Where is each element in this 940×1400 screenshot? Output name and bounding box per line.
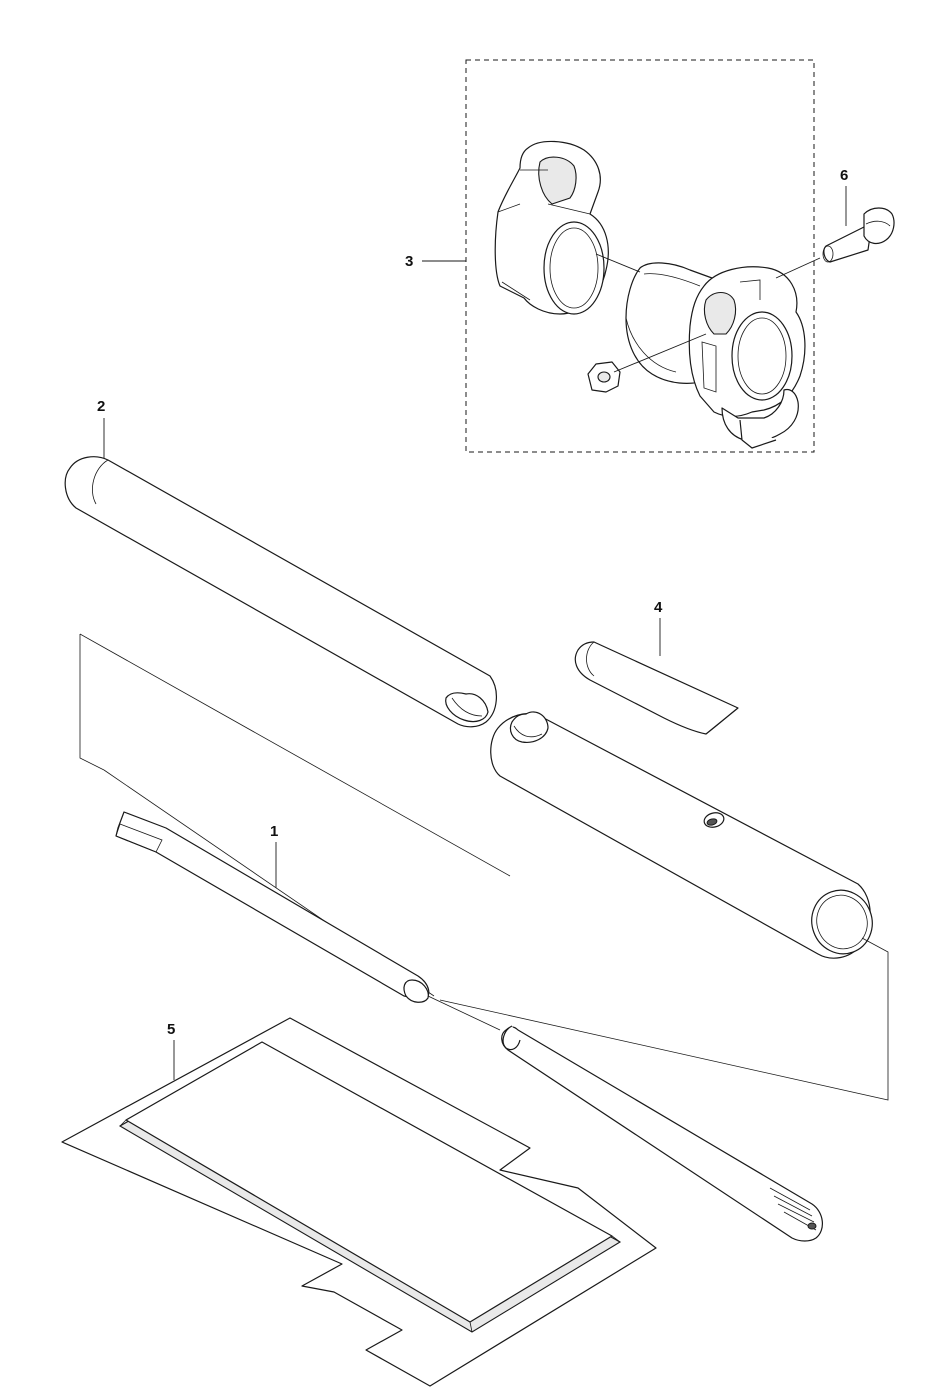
part-3-clamp-assembly [465, 59, 895, 453]
part-5-manual-sheet [61, 1017, 657, 1387]
clamp-half-left [494, 140, 609, 315]
callout-2: 2 [97, 398, 105, 415]
part-2-upper-tube [64, 456, 497, 728]
callout-3: 3 [405, 253, 413, 270]
clamp-nut [587, 361, 621, 393]
part-3-dashed-box [465, 59, 815, 453]
part-6-bolt [822, 207, 895, 263]
part-4-half-sleeve [574, 641, 739, 735]
callout-4: 4 [654, 599, 663, 616]
callout-5: 5 [167, 1021, 175, 1038]
lower-tube [490, 711, 873, 959]
callout-1: 1 [270, 823, 278, 840]
part-1-drive-shaft [115, 811, 823, 1242]
callouts: 1 2 3 4 5 6 [97, 167, 848, 1080]
clamp-half-right [688, 266, 806, 449]
callout-6: 6 [840, 167, 848, 184]
